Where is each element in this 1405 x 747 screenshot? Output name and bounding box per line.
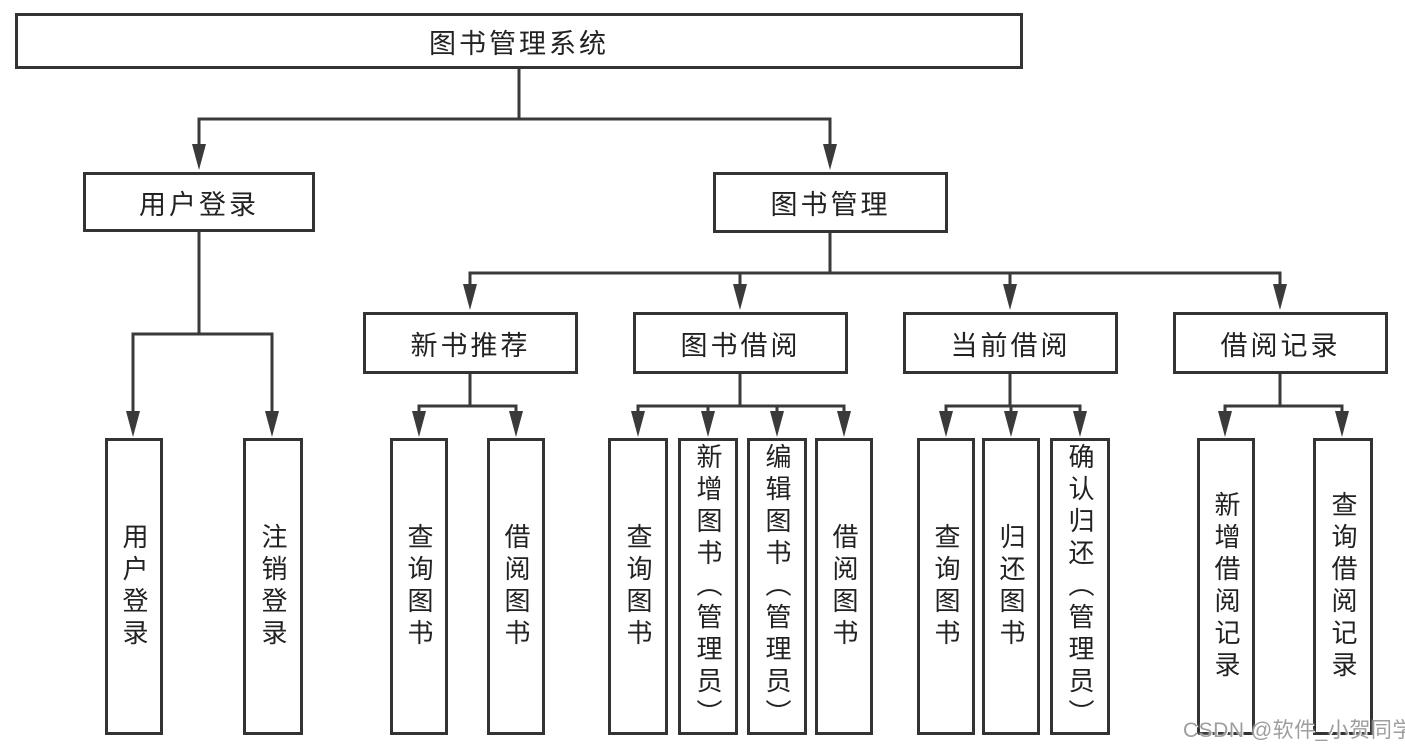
node-root: 图书管理系统 xyxy=(15,13,1023,69)
leaf-user-login: 用户登录 xyxy=(105,438,163,735)
leaf-confirm-return-admin: 确认归还（管理员） xyxy=(1050,438,1110,735)
node-user-login-group: 用户登录 xyxy=(83,172,315,232)
node-book-management: 图书管理 xyxy=(713,172,948,233)
leaf-edit-books-admin: 编辑图书（管理员） xyxy=(747,438,807,735)
leaf-query-borrow-record: 查询借阅记录 xyxy=(1313,438,1373,735)
leaf-query-books-current: 查询图书 xyxy=(917,438,975,735)
leaf-query-books-recommend: 查询图书 xyxy=(390,438,448,735)
leaf-return-books: 归还图书 xyxy=(982,438,1040,735)
leaf-logout: 注销登录 xyxy=(243,438,303,735)
watermark: CSDN @软件_小贺同学 xyxy=(1183,719,1405,742)
node-new-book-recommend: 新书推荐 xyxy=(363,312,578,374)
leaf-borrow-books-recommend: 借阅图书 xyxy=(487,438,545,735)
leaf-borrow-books: 借阅图书 xyxy=(815,438,873,735)
node-borrow-records: 借阅记录 xyxy=(1173,312,1388,374)
node-book-borrow: 图书借阅 xyxy=(633,312,848,374)
node-current-borrow: 当前借阅 xyxy=(903,312,1118,374)
leaf-add-books-admin: 新增图书（管理员） xyxy=(678,438,738,735)
leaf-query-books-borrow: 查询图书 xyxy=(608,438,668,735)
leaf-add-borrow-record: 新增借阅记录 xyxy=(1197,438,1255,735)
